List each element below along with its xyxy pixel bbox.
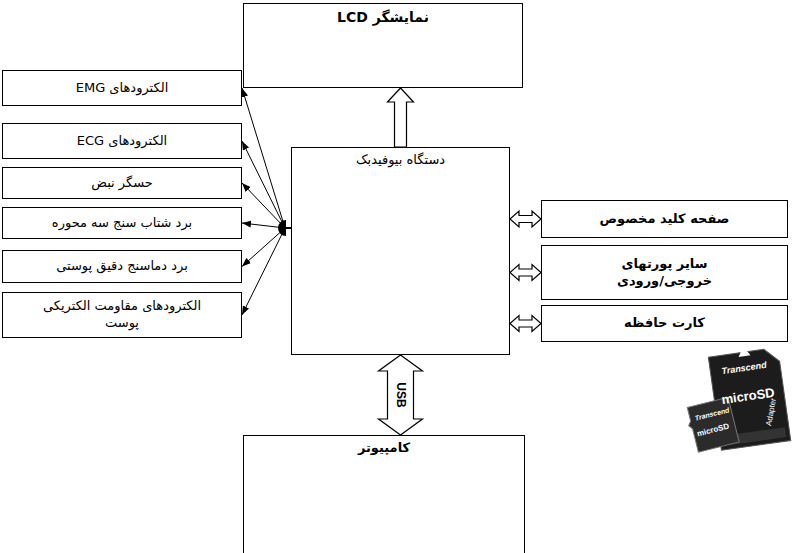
- node-text: الکترودهای EMG: [76, 80, 169, 97]
- node-text: برد شتاب سنج سه محوره: [52, 215, 192, 232]
- node-text: کامپیوتر: [358, 440, 410, 457]
- port-box: سایر پورتهای خروجی/ورودی: [541, 245, 788, 300]
- signal-arrow: [242, 183, 291, 228]
- signal-arrow: [242, 141, 291, 228]
- node-text: حسگر نبض: [91, 175, 153, 192]
- sensor-box: الکترودهای EMG: [2, 70, 242, 106]
- port-box: کارت حافظه: [541, 305, 788, 342]
- block-arrow: [510, 316, 541, 332]
- signal-arrow: [242, 223, 291, 228]
- signal-arrow: [242, 228, 291, 267]
- brand-text: Transcend: [694, 406, 730, 421]
- computer-box: کامپیوتر: [243, 435, 525, 553]
- port-box: صفحه کلید مخصوص: [541, 200, 788, 238]
- signal-arrow: [242, 88, 291, 228]
- logo-text: microSD: [696, 422, 730, 439]
- node-text: صفحه کلید مخصوص: [600, 211, 730, 228]
- signal-arrow: [242, 228, 291, 315]
- block-arrow: [510, 265, 541, 281]
- node-text: کارت حافظه: [624, 315, 705, 332]
- sensor-box: الکترودهای مقاومت الکتریکی پوست: [2, 292, 242, 338]
- block-arrow: [388, 88, 414, 147]
- node-text: دستگاه بیوفیدبک: [356, 152, 445, 169]
- node-text: برد دماسنج دقیق پوستی: [56, 258, 188, 275]
- display-box: نمایشگر LCD: [243, 3, 523, 88]
- sensor-box: حسگر نبض: [2, 167, 242, 199]
- block-arrow: [379, 355, 423, 435]
- device-box: دستگاه بیوفیدبک: [291, 147, 510, 355]
- sensor-box: برد دماسنج دقیق پوستی: [2, 250, 242, 283]
- node-text: الکترودهای ECG: [77, 133, 167, 150]
- adapter-text: Adapter: [764, 397, 778, 426]
- edge-label: USB: [394, 380, 408, 409]
- block-arrow: [510, 211, 541, 227]
- node-text: سایر پورتهای خروجی/ورودی: [600, 256, 730, 290]
- sensor-box: برد شتاب سنج سه محوره: [2, 207, 242, 239]
- brand-text: Transcend: [721, 360, 767, 376]
- node-text: نمایشگر LCD: [337, 8, 429, 26]
- sensor-box: الکترودهای ECG: [2, 123, 242, 159]
- node-text: الکترودهای مقاومت الکتریکی پوست: [37, 298, 207, 332]
